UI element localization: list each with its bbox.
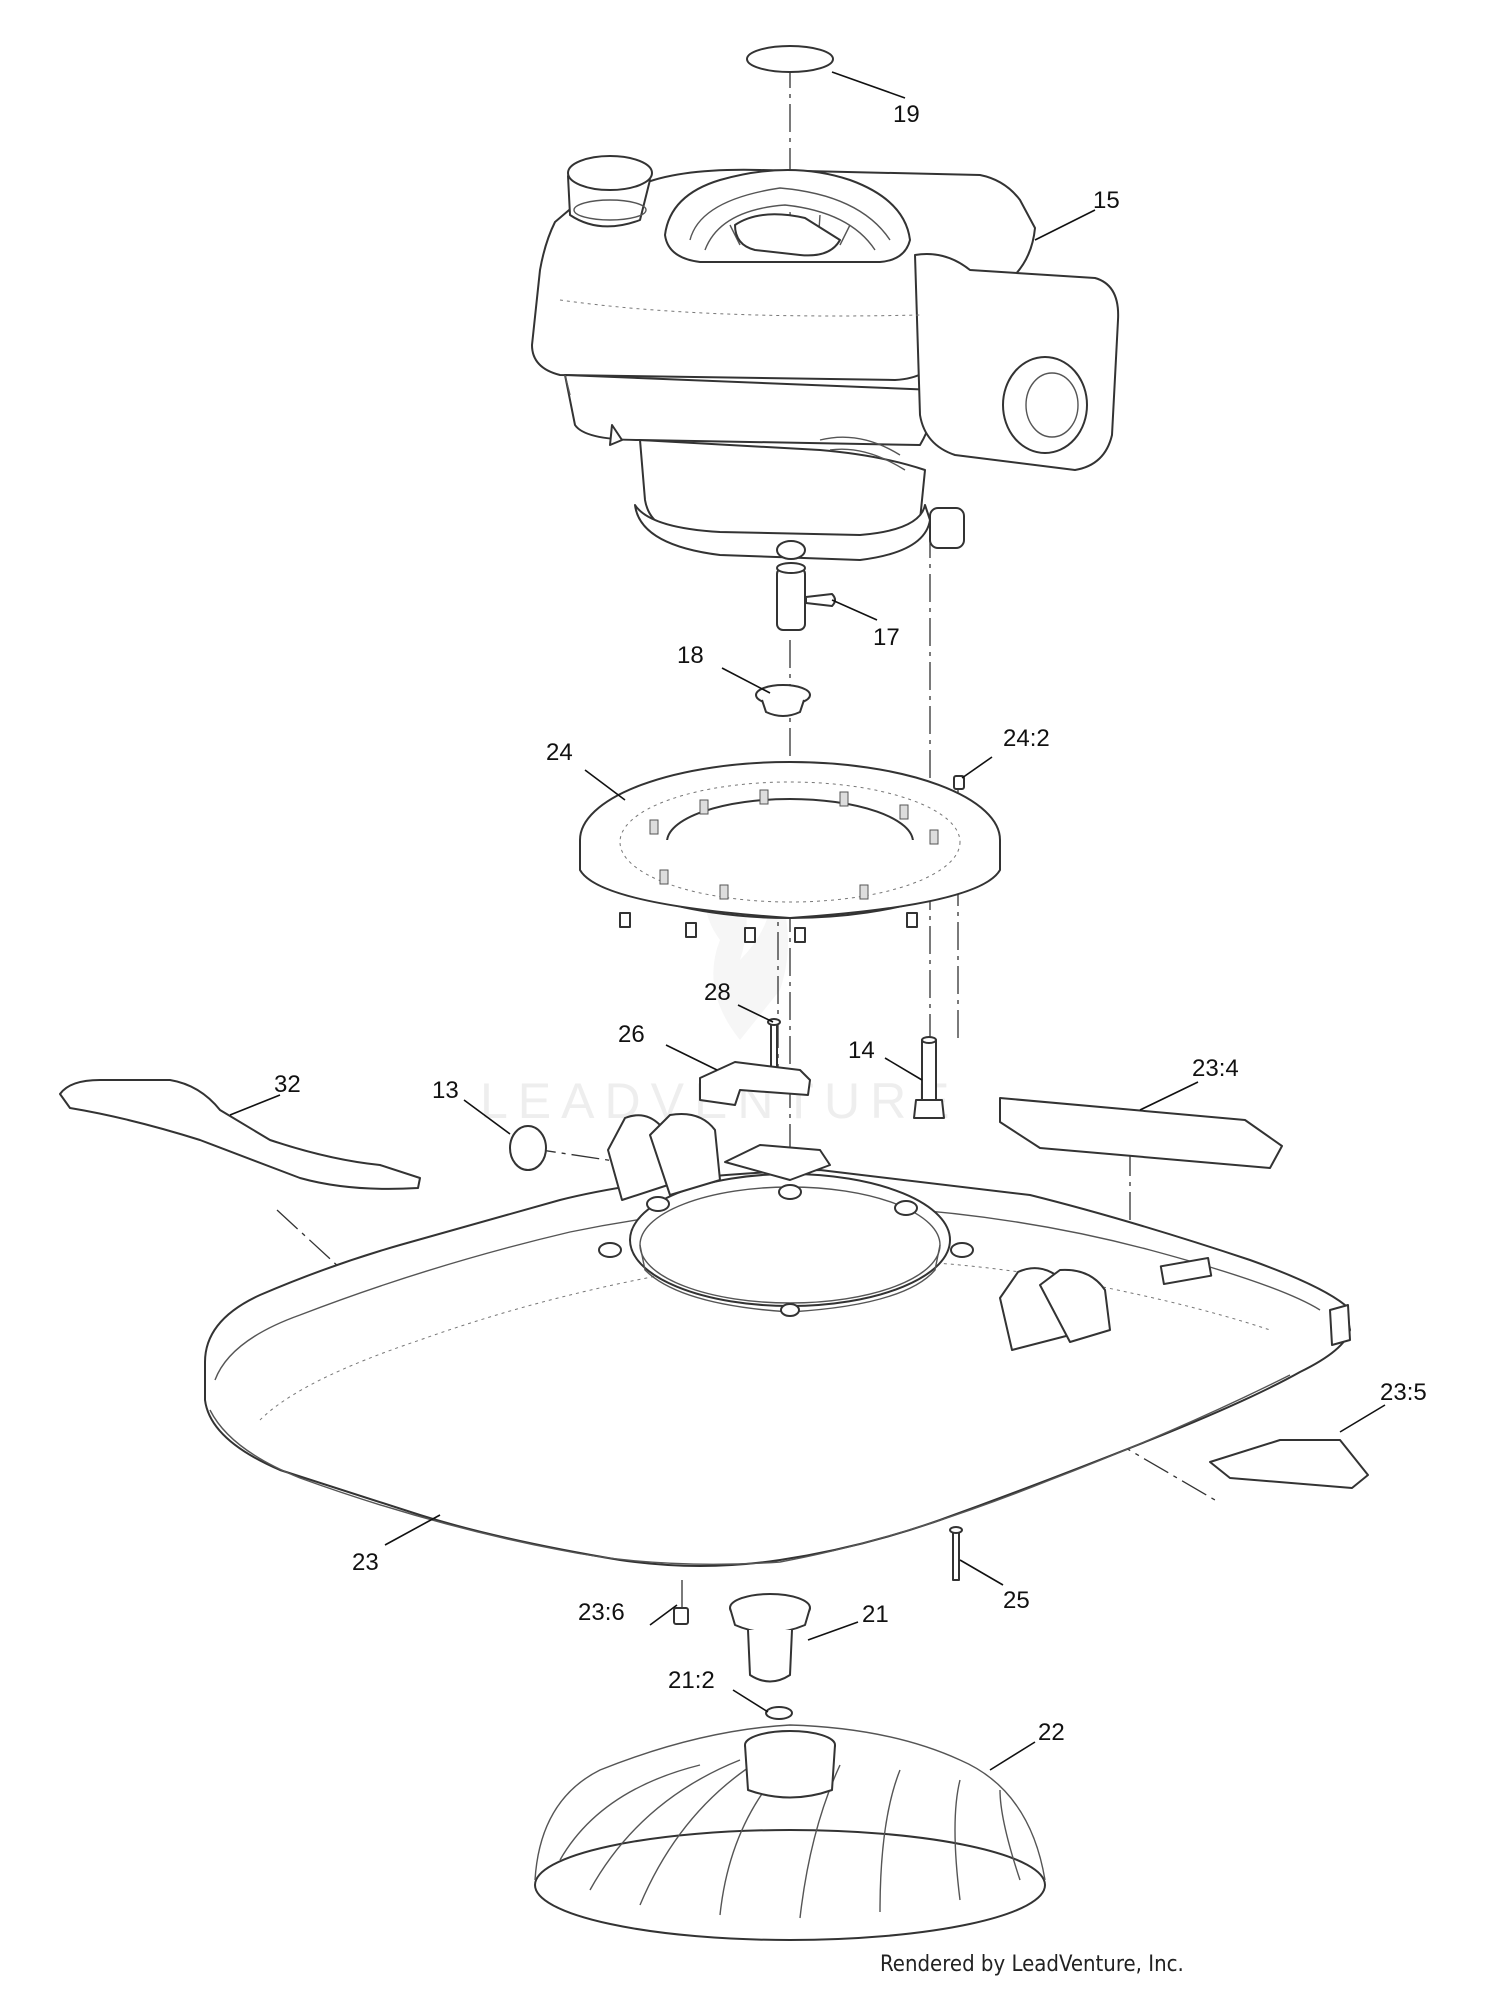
part-21-hub-adapter (729, 1593, 811, 1683)
part-21-2-washer (765, 1706, 793, 1720)
callout-leaders (229, 71, 1386, 1771)
part-22-fan-impeller (534, 1724, 1046, 1941)
callout-14: 14 (848, 1037, 875, 1064)
part-23-4-decal (999, 1097, 1283, 1169)
part-13-disc (509, 1125, 547, 1171)
callout-28: 28 (704, 979, 731, 1006)
callout-labels: 19 15 17 18 24 24:2 28 26 14 32 13 23:4 … (274, 101, 1427, 1746)
callout-23-4: 23:4 (1192, 1055, 1239, 1082)
callout-22: 22 (1038, 1719, 1065, 1746)
callout-25: 25 (1003, 1587, 1030, 1614)
callout-18: 18 (677, 642, 704, 669)
part-24-mounting-ring (579, 761, 1001, 943)
callout-13: 13 (432, 1077, 459, 1104)
callout-21-2: 21:2 (668, 1667, 715, 1694)
part-23-6-nut (673, 1607, 689, 1625)
part-25-screw (949, 1526, 963, 1581)
callout-17: 17 (873, 624, 900, 651)
callout-19: 19 (893, 101, 920, 128)
part-32-blade (59, 1079, 421, 1190)
callout-24: 24 (546, 739, 573, 766)
part-24-2-nut (953, 775, 965, 790)
part-19-cap (746, 45, 834, 73)
part-23-5-vent-cover (1209, 1439, 1369, 1489)
callout-24-2: 24:2 (1003, 725, 1050, 752)
render-credit: Rendered by LeadVenture, Inc. (880, 1952, 1184, 1977)
part-14-bolt (913, 1036, 945, 1119)
callout-23-6: 23:6 (578, 1599, 625, 1626)
part-17-crankshaft-key (776, 562, 836, 631)
part-15-engine (531, 155, 1120, 561)
callout-32: 32 (274, 1071, 301, 1098)
callout-23: 23 (352, 1549, 379, 1576)
part-23-deck-housing (204, 1113, 1351, 1567)
part-26-bracket (699, 1061, 811, 1106)
part-18-bushing (755, 684, 811, 717)
callout-26: 26 (618, 1021, 645, 1048)
callout-23-5: 23:5 (1380, 1379, 1427, 1406)
callout-15: 15 (1093, 187, 1120, 214)
callout-21: 21 (862, 1601, 889, 1628)
